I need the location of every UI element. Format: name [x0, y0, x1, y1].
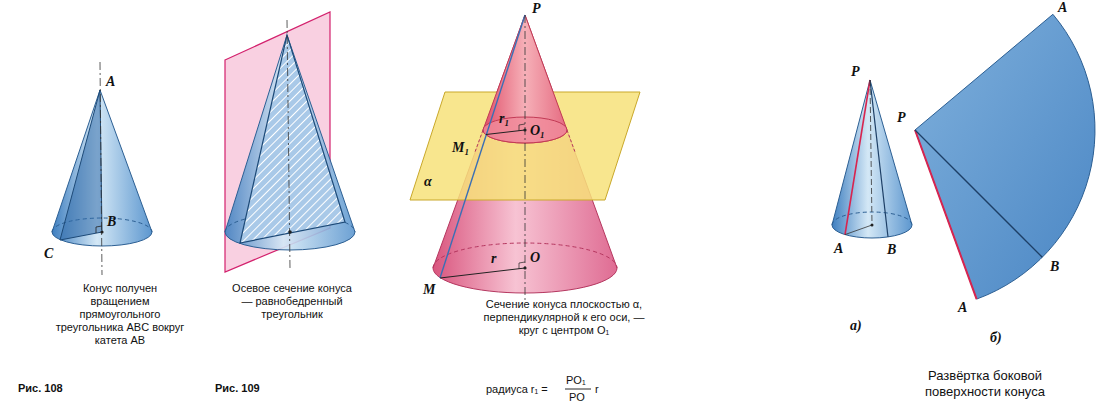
point-label: A: [1058, 0, 1067, 15]
fraction-bar: [565, 389, 591, 390]
formula-part: PO₁: [566, 374, 586, 387]
point-label: A: [834, 241, 843, 256]
point-label: M: [423, 282, 435, 297]
figure-caption: Осевое сечение конуса — равнобедренный т…: [228, 282, 356, 321]
point-label: r₁: [499, 111, 509, 126]
point-label: B: [887, 242, 896, 257]
cone-figure-a: [832, 80, 912, 238]
point-label: а): [850, 318, 862, 333]
point-label: O₁: [530, 123, 545, 138]
point-label: M₁: [452, 140, 469, 155]
figure-number: Рис. 108: [18, 382, 63, 395]
point-label: C: [44, 246, 53, 261]
point-label: P: [851, 64, 860, 79]
cone-figure-109: [225, 12, 355, 272]
figure-caption: Развёртка боковой поверхности конуса: [900, 368, 1070, 400]
point-label: B: [1050, 259, 1059, 274]
point-label: P: [897, 110, 906, 125]
figure-number: Рис. 109: [215, 382, 260, 395]
formula-part: радиуса r₁ =: [486, 383, 548, 396]
point-label: б): [990, 330, 1002, 345]
figure-caption: Сечение конуса плоскостью α, перпендикул…: [476, 298, 652, 337]
formula-part: r: [595, 383, 599, 396]
point-label: A: [958, 300, 967, 315]
formula-part: PO: [569, 391, 585, 404]
cone-development-sector: [915, 14, 1095, 299]
cone-figure-108: [52, 62, 152, 275]
point-label: B: [107, 214, 116, 229]
point-label: r: [491, 251, 496, 266]
point-label: α: [424, 174, 432, 189]
point-label: O: [530, 250, 540, 265]
point-label: A: [106, 74, 115, 89]
point-label: P: [532, 1, 541, 16]
figure-caption: Конус получен вращением прямоугольного т…: [52, 282, 188, 347]
